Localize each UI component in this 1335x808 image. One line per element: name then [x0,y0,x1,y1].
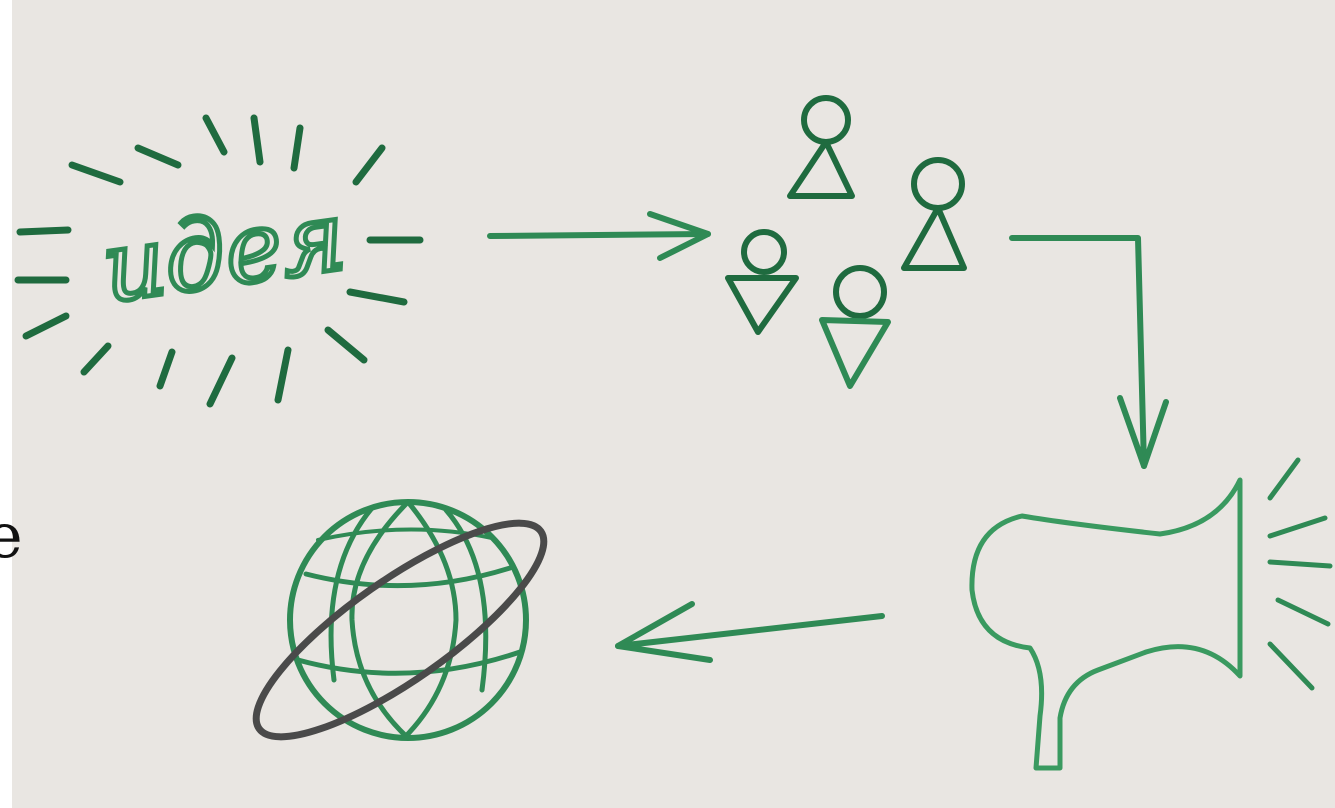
edge-glyph: e [0,499,23,572]
